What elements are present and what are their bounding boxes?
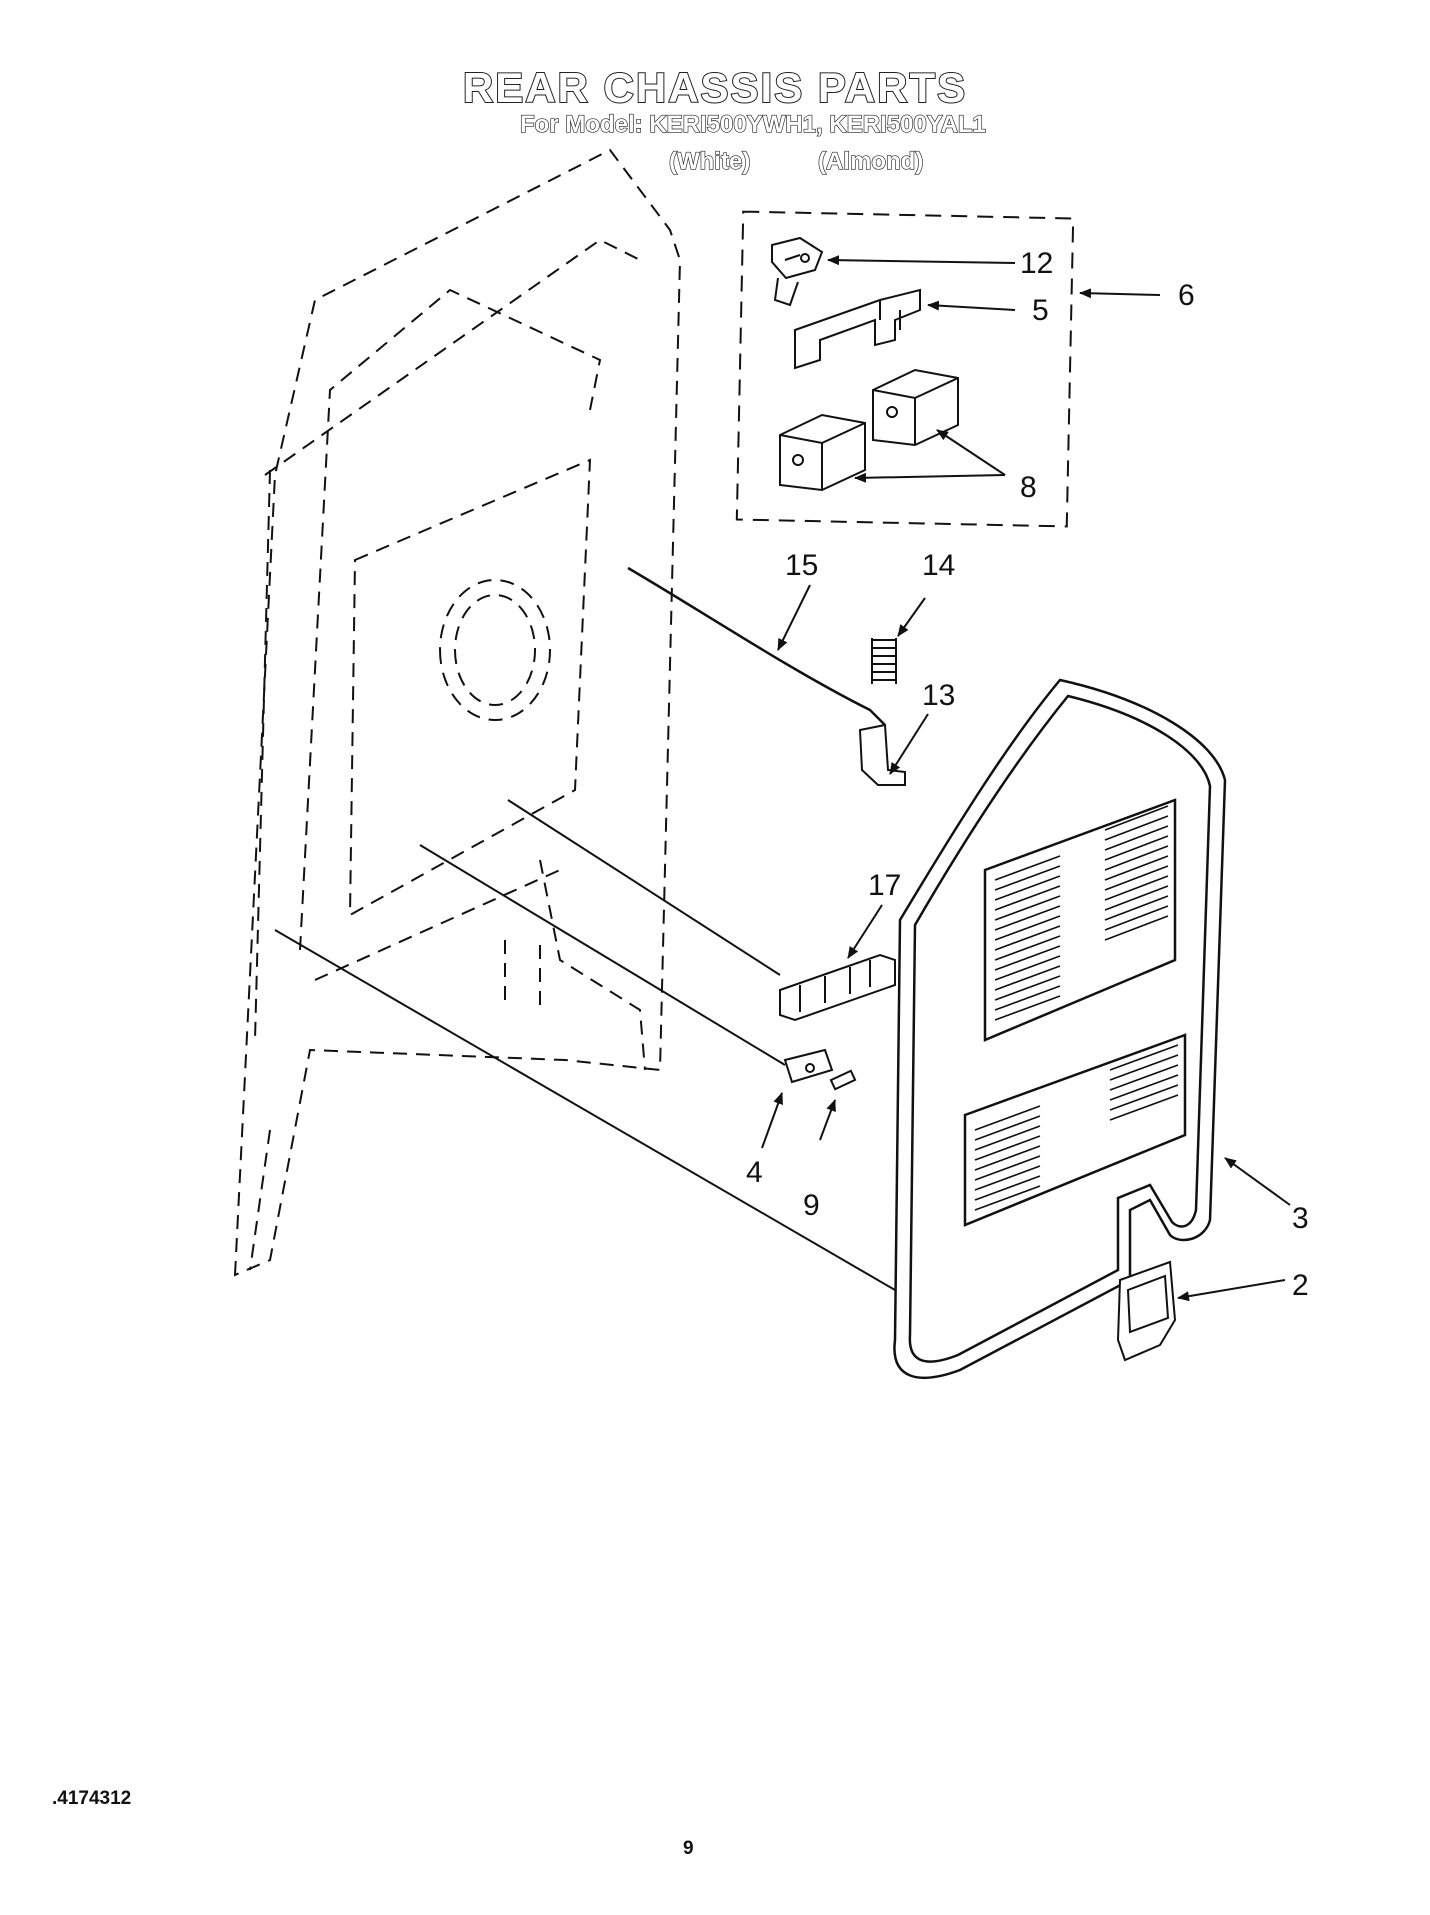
callout-5: 5 <box>1032 294 1049 327</box>
part-4-switch <box>783 1048 834 1084</box>
callout-3: 3 <box>1292 1202 1309 1235</box>
connection-lines <box>274 799 896 1291</box>
part-8-terminal-blocks <box>779 368 959 492</box>
variant-almond: (Almond) <box>817 147 924 175</box>
callout-9: 9 <box>803 1189 820 1222</box>
variant-white: (White) <box>668 147 751 175</box>
part-2-cover-plate <box>1116 1260 1177 1362</box>
callout-4: 4 <box>746 1156 763 1189</box>
callout-17: 17 <box>868 869 901 902</box>
callout-14: 14 <box>922 549 955 582</box>
model-line: For Model: KERI500YWH1, KERI500YAL1 <box>519 110 986 138</box>
part-3-rear-panel <box>893 678 1227 1379</box>
leader-arrows <box>761 255 1291 1302</box>
callout-15: 15 <box>785 549 818 582</box>
part-9-fuse <box>829 1069 857 1091</box>
control-parts-group-box <box>735 210 1075 528</box>
part-13-bracket <box>858 723 906 786</box>
callout-8: 8 <box>1020 471 1037 504</box>
page-number: 9 <box>683 1838 694 1859</box>
callout-13: 13 <box>922 679 955 712</box>
page-title: REAR CHASSIS PARTS <box>462 63 968 112</box>
part-15-wire <box>627 566 886 726</box>
part-12-switch <box>771 236 824 307</box>
callout-2: 2 <box>1292 1269 1309 1302</box>
part-14-spring <box>871 638 897 684</box>
callout-12: 12 <box>1020 247 1053 280</box>
part-17-terminal-block <box>779 953 896 1022</box>
part-5-bracket <box>794 288 921 370</box>
callout-6: 6 <box>1178 279 1195 312</box>
document-number: .4174312 <box>52 1788 132 1809</box>
chassis-outline <box>233 148 682 1277</box>
rear-panel-vents <box>974 805 1179 1211</box>
